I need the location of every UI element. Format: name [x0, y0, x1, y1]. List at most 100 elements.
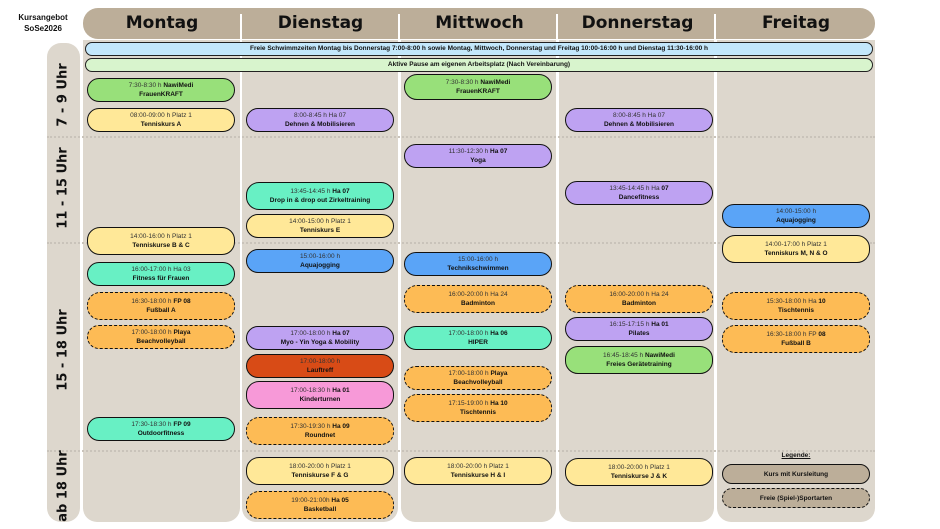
event-location: 10: [818, 298, 826, 305]
course-event[interactable]: 14:00-16:00 h Platz 1 Tenniskurse B & C: [87, 227, 235, 255]
divider: [714, 14, 716, 44]
course-event[interactable]: 8:00-8:45 h Ha 07 Dehnen & Mobilisieren: [246, 108, 394, 132]
course-event[interactable]: 18:00-20:00 h Platz 1 Tenniskurse F & G: [246, 457, 394, 485]
event-time-line: 17:15-19:00 h Ha 10: [405, 399, 551, 408]
event-name: Dehnen & Mobilisieren: [603, 121, 675, 128]
semester-line: SoSe2026: [24, 24, 62, 33]
legend-title: Legende:: [781, 452, 811, 459]
course-event[interactable]: 16:00-17:00 h Ha 03 Fitness für Frauen: [87, 262, 235, 286]
event-time-line: 17:00-18:00 h Ha 06: [405, 329, 551, 338]
event-name: Myo - Yin Yoga & Mobility: [280, 339, 360, 346]
event-time: 14:00-17:00 h Platz 1: [765, 241, 827, 248]
event-time: 11:30-12:30 h: [448, 148, 489, 155]
event-name: HIPER: [468, 339, 488, 346]
event-time-line: 16:15-17:15 h Ha 01: [566, 320, 712, 329]
event-time: 14:00-15:00 h Platz 1: [289, 218, 351, 225]
event-time-line: 8:00-8:45 h Ha 07: [247, 111, 393, 120]
time-axis: [47, 43, 80, 522]
event-time: 17:15-19:00 h: [448, 400, 489, 407]
schedule-title: Kursangebot SoSe2026: [8, 12, 78, 34]
event-time: 14:00-16:00 h Platz 1: [130, 233, 192, 240]
event-time-line: 16:30-18:00 h FP 08: [723, 330, 869, 339]
course-event[interactable]: 14:00-15:00 h Platz 1 Tenniskurs E: [246, 214, 394, 238]
column-mittwoch: [401, 40, 556, 522]
event-time: 16:15-17:15 h: [609, 321, 650, 328]
event-name: Technikschwimmen: [447, 265, 509, 272]
event-location: Playa: [173, 329, 191, 336]
time-divider: [47, 450, 875, 452]
course-event[interactable]: 17:00-18:00 h Lauftreff: [246, 354, 394, 378]
event-name: Aquajogging: [776, 217, 816, 224]
course-event[interactable]: 16:00-20:00 h Ha 24 Badminton: [404, 285, 552, 313]
event-time: 17:00-18:00 h: [299, 358, 341, 365]
event-time-line: 14:00-15:00 h Platz 1: [247, 217, 393, 226]
event-time: 18:00-20:00 h Platz 1: [447, 463, 509, 470]
event-time: 13:45-14:45 h: [290, 188, 331, 195]
day-freitag: Freitag: [761, 13, 831, 33]
time-label: 11 - 15 Uhr: [55, 147, 71, 229]
event-time-line: 13:45-14:45 h Ha 07: [247, 187, 393, 196]
swim-times-banner: Freie Schwimmzeiten Montag bis Donnersta…: [85, 42, 873, 56]
event-time: 14:00-15:00 h: [775, 208, 817, 215]
event-time-line: 7:30-8:30 h NawiMedi: [88, 81, 234, 90]
event-time-line: 08:00-09:00 h Platz 1: [88, 111, 234, 120]
course-event[interactable]: 14:00-17:00 h Platz 1 Tenniskurs M, N & …: [722, 235, 870, 263]
event-time: 17:00-18:30 h: [290, 387, 331, 394]
event-name: Outdoorfitness: [137, 430, 185, 437]
course-event[interactable]: 8:00-8:45 h Ha 07 Dehnen & Mobilisieren: [565, 108, 713, 132]
course-event[interactable]: 16:00-20:00 h Ha 24 Badminton: [565, 285, 713, 313]
course-event[interactable]: 15:00-16:00 h Aquajogging: [246, 249, 394, 273]
event-location: Ha 01: [332, 387, 350, 394]
event-time: 15:00-16:00 h: [299, 253, 341, 260]
event-time: 19:00-21:00h: [291, 497, 330, 504]
event-time: 8:00-8:45 h Ha 07: [293, 112, 347, 119]
event-time: 7:30-8:30 h: [445, 79, 479, 86]
day-header: Montag Dienstag Mittwoch Donnerstag Frei…: [83, 8, 875, 39]
course-event[interactable]: 18:00-20:00 h Platz 1 Tenniskurse H & I: [404, 457, 552, 485]
legend-label: Kurs mit Kursleitung: [763, 470, 829, 478]
event-time-line: 13:45-14:45 h Ha 07: [566, 184, 712, 193]
course-event[interactable]: 18:00-20:00 h Platz 1 Tenniskurse J & K: [565, 458, 713, 486]
event-time-line: 16:00-20:00 h Ha 24: [566, 290, 712, 299]
event-name: Beachvolleyball: [136, 338, 186, 345]
event-time-line: 16:45-18:45 h NawiMedi: [566, 351, 712, 360]
divider: [240, 14, 242, 44]
event-location: Ha 07: [332, 330, 350, 337]
event-time-line: 18:00-20:00 h Platz 1: [566, 463, 712, 472]
event-time-line: 17:30-19:30 h Ha 09: [247, 422, 393, 431]
event-time-line: 19:00-21:00h Ha 05: [247, 496, 393, 505]
course-event[interactable]: 15:00-16:00 h Technikschwimmen: [404, 252, 552, 276]
event-time-line: 17:30-18:30 h FP 09: [88, 420, 234, 429]
event-time-line: 8:00-8:45 h Ha 07: [566, 111, 712, 120]
day-donnerstag: Donnerstag: [581, 13, 694, 33]
course-event[interactable]: 08:00-09:00 h Platz 1 Tenniskurs A: [87, 108, 235, 132]
event-time-line: 15:00-16:00 h: [247, 252, 393, 261]
event-time-line: 18:00-20:00 h Platz 1: [247, 462, 393, 471]
event-name: Tenniskurse B & C: [132, 242, 190, 249]
course-event[interactable]: 14:00-15:00 h Aquajogging: [722, 204, 870, 228]
event-name: Dancefitness: [618, 194, 660, 201]
event-time-line: 16:00-20:00 h Ha 24: [405, 290, 551, 299]
time-label: 7 - 9 Uhr: [55, 63, 71, 127]
event-time-line: 7:30-8:30 h NawiMedi: [405, 78, 551, 87]
event-location: Ha 10: [490, 400, 508, 407]
